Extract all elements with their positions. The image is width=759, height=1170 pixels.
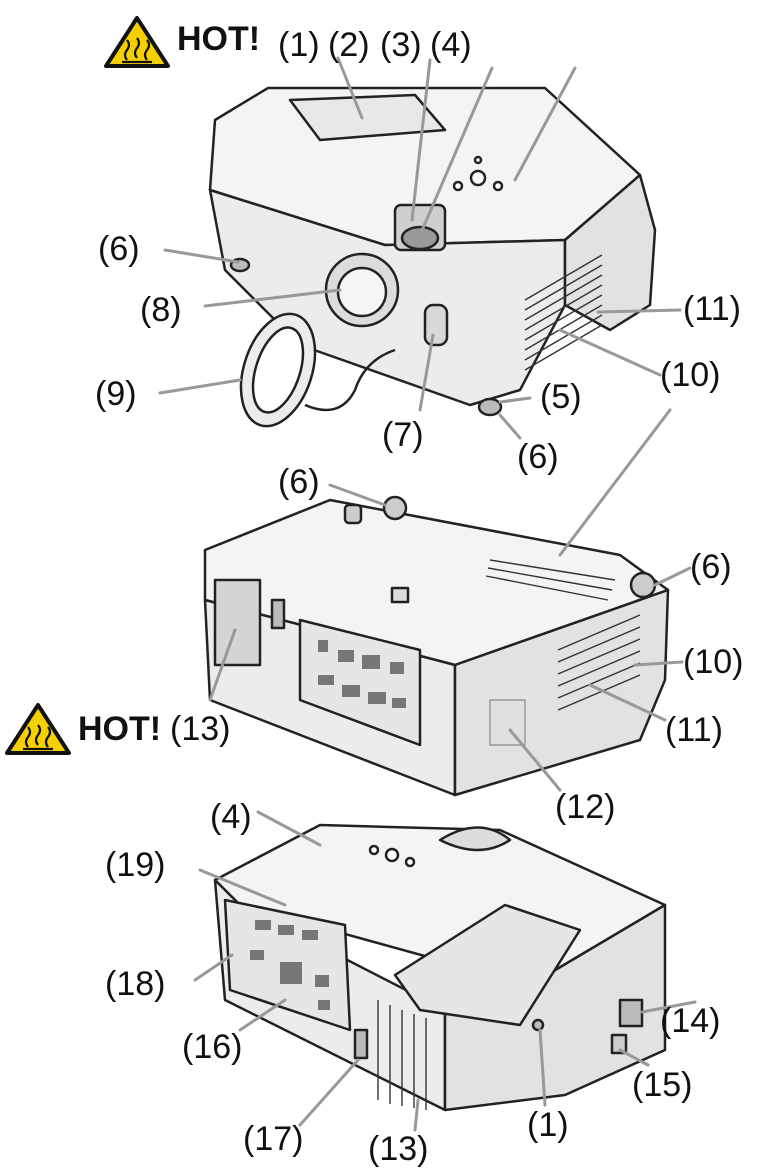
callout-6: (6)	[690, 550, 732, 584]
projector-rear-view	[215, 825, 665, 1110]
callout-3: (3)	[380, 28, 422, 62]
callout-8: (8)	[140, 293, 182, 327]
hot-warning-label: HOT!	[78, 712, 161, 746]
callout-4: (4)	[430, 28, 472, 62]
callout-10: (10)	[660, 358, 720, 392]
callout-18: (18)	[105, 967, 165, 1001]
callout-13: (13)	[368, 1132, 428, 1166]
callout-15: (15)	[632, 1068, 692, 1102]
callout-6: (6)	[278, 465, 320, 499]
projector-front-view	[210, 88, 655, 436]
callout-1: (1)	[527, 1108, 569, 1142]
hot-surface-warning-icon	[7, 705, 69, 753]
callout-19: (19)	[105, 848, 165, 882]
callout-11: (11)	[665, 713, 723, 747]
callout-11: (11)	[683, 292, 741, 326]
callout-5: (5)	[540, 380, 582, 414]
callout-17: (17)	[243, 1122, 303, 1156]
callout-10: (10)	[683, 645, 743, 679]
callout-1: (1)	[278, 28, 320, 62]
callout-12: (12)	[555, 790, 615, 824]
callout-7: (7)	[382, 418, 424, 452]
callout-6: (6)	[98, 232, 140, 266]
hot-surface-warning-icon	[106, 18, 168, 66]
callout-9: (9)	[95, 377, 137, 411]
callout-16: (16)	[182, 1030, 242, 1064]
hot-warning-label: HOT!	[177, 22, 260, 56]
callout-2: (2)	[328, 28, 370, 62]
callout-6: (6)	[517, 440, 559, 474]
projector-bottom-view	[205, 497, 668, 795]
callout-13: (13)	[170, 712, 230, 746]
callout-4: (4)	[210, 800, 252, 834]
callout-14: (14)	[660, 1004, 720, 1038]
